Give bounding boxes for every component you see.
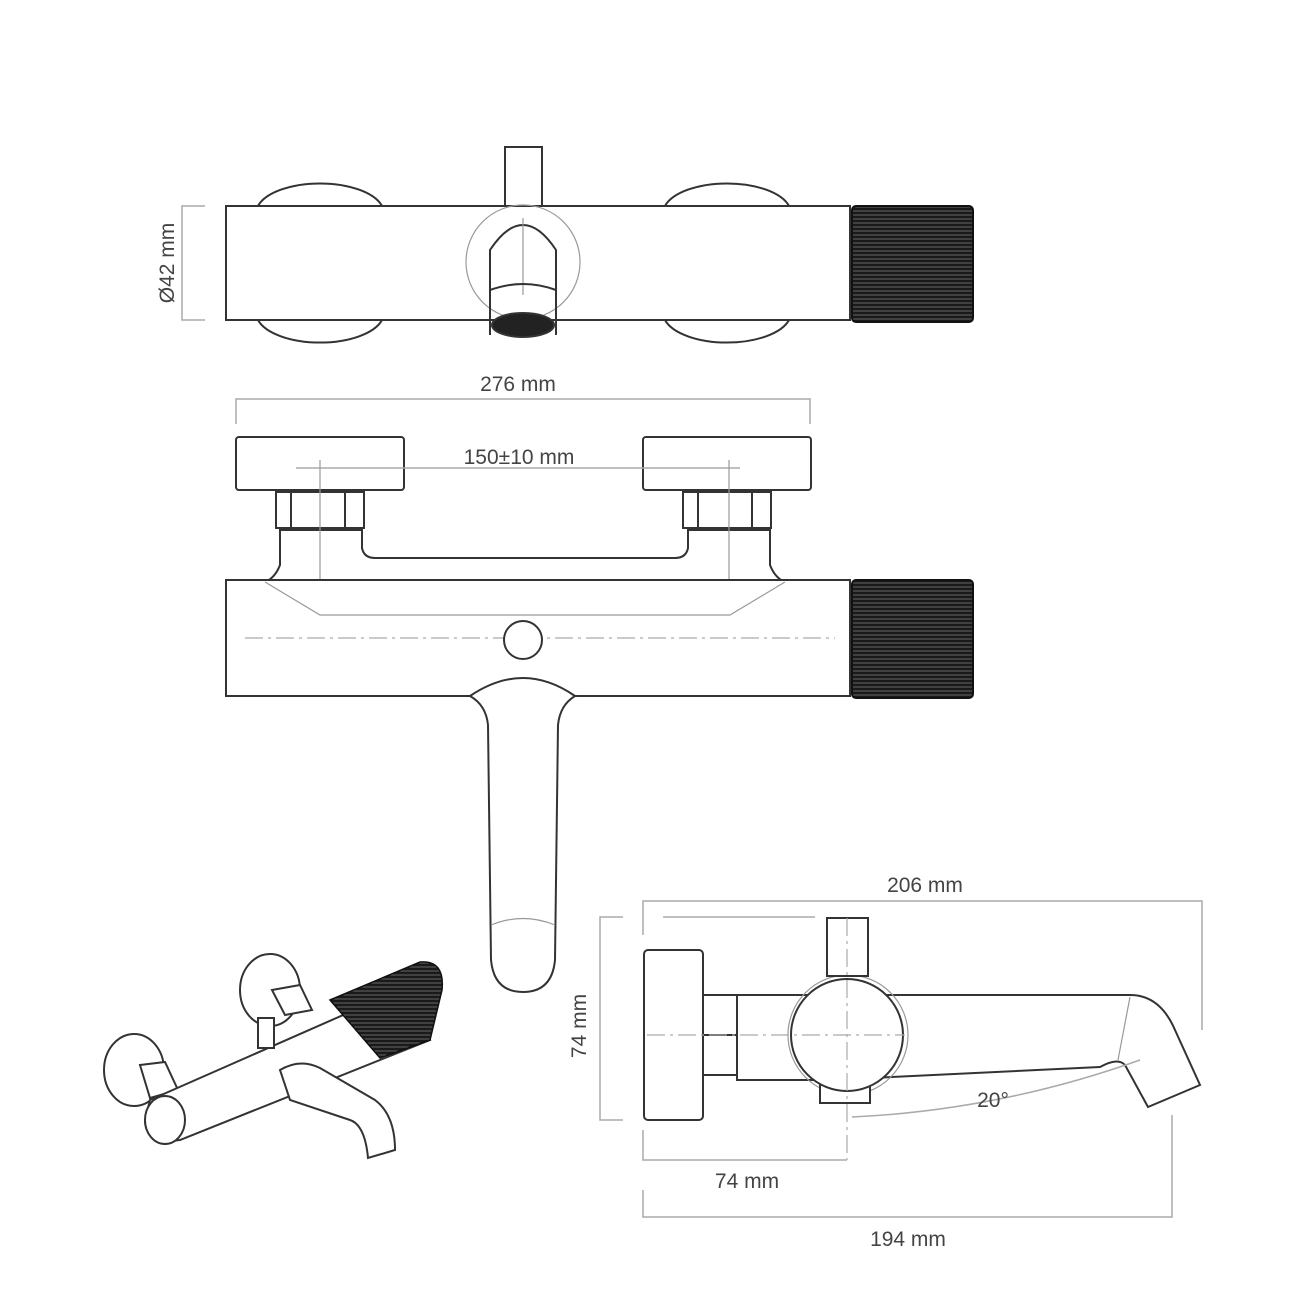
wall-disc-right-bottom <box>664 319 790 344</box>
dim-reach-line <box>642 1115 1173 1218</box>
knurled-knob-top <box>851 205 974 323</box>
iso-knob <box>328 961 444 1059</box>
isometric-view <box>103 953 444 1160</box>
iso-nut-right <box>270 983 314 1017</box>
dim-reach-label: 194 mm <box>870 1228 946 1251</box>
dim-depth-label: 74 mm <box>715 1170 779 1193</box>
front-view: 276 mm 150±10 mm <box>225 373 974 994</box>
aerator <box>491 312 555 338</box>
side-view: 206 mm 74 mm 20° 74 mm 194 mm <box>568 874 1203 1251</box>
iso-spout <box>278 1062 397 1160</box>
dim-height-line <box>599 916 623 1121</box>
knurled-knob-front <box>851 579 974 699</box>
angle-label: 20° <box>977 1089 1009 1112</box>
dim-projection-line <box>642 900 1203 1030</box>
dim-height-label: 74 mm <box>568 994 591 1058</box>
nut-right <box>682 491 772 529</box>
wall-disc-left-bottom <box>257 319 383 344</box>
mixer-body-top <box>225 205 851 321</box>
angle-arc <box>851 1059 1141 1118</box>
dim-centres-label: 150±10 mm <box>464 446 575 469</box>
wall-disc-left-top <box>257 182 383 207</box>
dim-projection-label: 206 mm <box>887 874 963 897</box>
wall-disc-right-top <box>664 182 790 207</box>
dim-width-label: 276 mm <box>480 373 556 396</box>
flange-right <box>642 436 812 491</box>
top-view: Ø42 mm <box>156 146 974 344</box>
dim-diameter-line <box>181 205 205 321</box>
outlet-circle <box>503 620 543 660</box>
spout-front <box>468 677 577 994</box>
iso-stem <box>257 1017 275 1049</box>
diverter-stem <box>504 146 543 208</box>
dim-depth-line <box>642 1130 847 1161</box>
dim-diameter-label: Ø42 mm <box>156 223 179 304</box>
dim-width-line <box>235 398 811 424</box>
